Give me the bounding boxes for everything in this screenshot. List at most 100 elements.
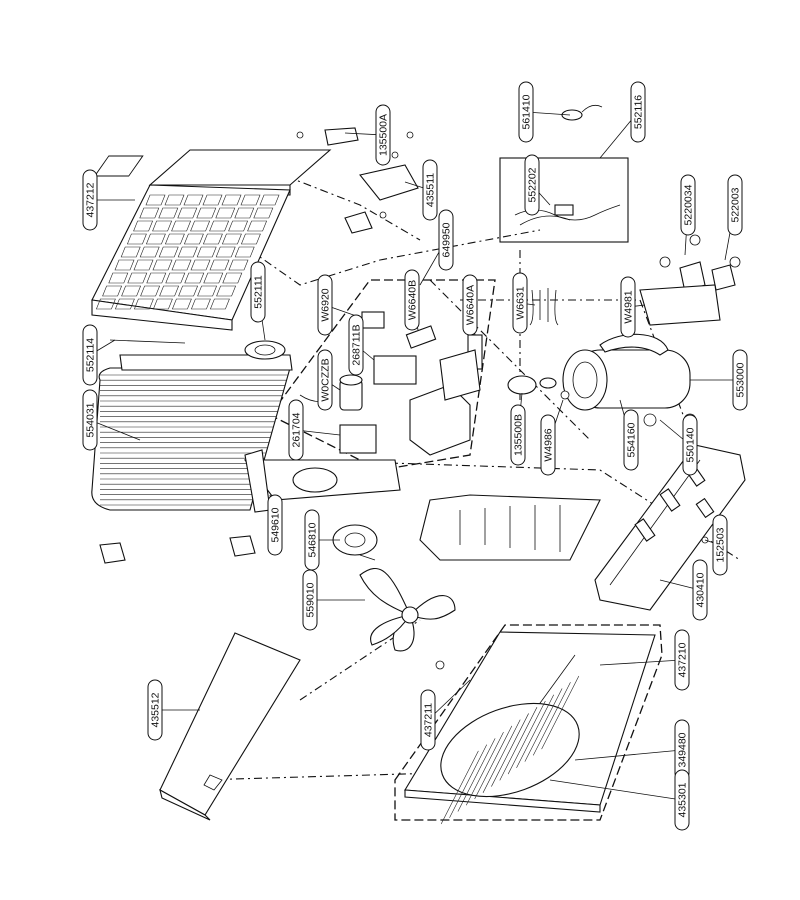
part-number-text: 437211 bbox=[423, 703, 435, 737]
part-label-552116: 552116 bbox=[630, 81, 646, 143]
part-label-549610: 549610 bbox=[267, 494, 283, 556]
part-label-W6640B: W6640B bbox=[404, 269, 420, 331]
part-number-text: 522003 bbox=[730, 187, 742, 222]
part-label-561410: 561410 bbox=[518, 81, 534, 143]
part-label-435301: 435301 bbox=[674, 769, 690, 831]
part-label-435511: 435511 bbox=[422, 159, 438, 221]
part-label-552114: 552114 bbox=[82, 324, 98, 386]
part-label-552111: 552111 bbox=[250, 261, 266, 323]
sensor-kit-box bbox=[499, 157, 629, 243]
part-number-text: 552202 bbox=[527, 167, 539, 202]
part-label-349480: 349480 bbox=[674, 719, 690, 781]
part-number-text: 437212 bbox=[85, 182, 97, 217]
service-valves-522003 bbox=[659, 234, 741, 293]
relay-268711b bbox=[373, 355, 417, 385]
part-label-546810: 546810 bbox=[304, 509, 320, 571]
part-number-text: 561410 bbox=[521, 94, 533, 129]
part-number-text: W6631 bbox=[515, 286, 527, 319]
capacitor bbox=[339, 374, 363, 411]
compressor-553000 bbox=[562, 333, 697, 427]
part-number-text: 552114 bbox=[85, 338, 97, 372]
terminal-cover-135500b bbox=[507, 375, 557, 395]
sensor-561410 bbox=[561, 104, 603, 121]
coil-connector-552111 bbox=[244, 340, 286, 360]
part-number-text: 435511 bbox=[425, 173, 437, 207]
gasket-w4986 bbox=[560, 390, 570, 400]
terminal-w6640b bbox=[405, 325, 437, 349]
part-number-text: 552116 bbox=[633, 95, 645, 129]
motor-mount-549610 bbox=[243, 449, 401, 513]
part-number-text: 437210 bbox=[677, 642, 689, 677]
part-number-text: W6920 bbox=[320, 288, 332, 321]
part-number-text: W0CZZB bbox=[320, 358, 332, 401]
part-label-554031: 554031 bbox=[82, 389, 98, 451]
part-number-text: 649950 bbox=[441, 222, 453, 257]
part-number-text: 430410 bbox=[695, 572, 707, 607]
control-box-housing bbox=[409, 349, 481, 456]
part-number-text: 5220034 bbox=[683, 184, 695, 225]
part-label-550140: 550140 bbox=[682, 414, 698, 476]
terminal-block-w6920 bbox=[361, 311, 385, 329]
part-label-W6631: W6631 bbox=[512, 272, 528, 334]
top-cabinet-grid bbox=[95, 194, 280, 310]
part-label-W6920: W6920 bbox=[317, 274, 333, 336]
part-label-268711B: 268711B bbox=[348, 314, 364, 376]
part-number-text: 435301 bbox=[677, 782, 689, 817]
part-label-135500A: 135500A bbox=[375, 104, 391, 166]
part-label-W4986: W4986 bbox=[540, 414, 556, 476]
sensor-wire-552114 bbox=[109, 339, 186, 344]
fan-motor-546810 bbox=[332, 524, 378, 561]
part-label-435512: 435512 bbox=[147, 679, 163, 741]
part-number-text: 554031 bbox=[85, 402, 97, 437]
part-number-text: W6640B bbox=[407, 280, 419, 320]
sensor-wires-552202 bbox=[514, 204, 621, 226]
part-number-text: 152503 bbox=[715, 527, 727, 562]
part-label-261704: 261704 bbox=[288, 399, 304, 461]
part-label-W4981: W4981 bbox=[620, 276, 636, 338]
manifold-w6631 bbox=[529, 288, 559, 326]
part-number-text: 349480 bbox=[677, 732, 689, 767]
part-number-text: W4986 bbox=[543, 428, 555, 461]
part-number-text: 135500A bbox=[378, 114, 390, 156]
bracket-135500a bbox=[296, 127, 414, 159]
base-pan bbox=[419, 494, 601, 561]
part-label-552202: 552202 bbox=[524, 154, 540, 216]
part-number-text: 261704 bbox=[291, 412, 303, 447]
part-label-437212: 437212 bbox=[82, 169, 98, 231]
part-number-text: 549610 bbox=[270, 507, 282, 542]
contactor-261704 bbox=[339, 424, 377, 454]
part-label-437211: 437211 bbox=[420, 689, 436, 751]
small-plate bbox=[344, 211, 373, 234]
clip-a bbox=[99, 542, 126, 564]
fan-guard-349480 bbox=[440, 675, 580, 825]
part-number-text: 553000 bbox=[735, 362, 747, 397]
part-label-649950: 649950 bbox=[438, 209, 454, 271]
part-number-text: 552111 bbox=[253, 275, 265, 309]
valve-bracket-w4981 bbox=[639, 284, 721, 326]
leader-line-349480 bbox=[574, 749, 683, 761]
part-number-text: 268711B bbox=[351, 324, 363, 365]
part-label-437210: 437210 bbox=[674, 629, 690, 691]
part-number-text: 546810 bbox=[307, 522, 319, 557]
part-label-554160: 554160 bbox=[623, 409, 639, 471]
part-number-text: 559010 bbox=[305, 582, 317, 617]
leader-line-554031 bbox=[89, 419, 141, 441]
part-number-text: 435512 bbox=[150, 692, 162, 727]
leader-line-435301 bbox=[549, 779, 683, 801]
part-label-553000: 553000 bbox=[732, 349, 748, 411]
top-cabinet-437212 bbox=[91, 149, 332, 331]
part-label-W6640A: W6640A bbox=[462, 274, 478, 336]
part-label-559010: 559010 bbox=[302, 569, 318, 631]
cover-435511 bbox=[359, 164, 419, 219]
part-number-text: 554160 bbox=[626, 422, 638, 457]
part-number-text: W4981 bbox=[623, 290, 635, 323]
part-label-135500B: 135500B bbox=[510, 404, 526, 466]
clip-b bbox=[229, 535, 256, 557]
part-number-text: 550140 bbox=[685, 427, 697, 462]
part-label-5220034: 5220034 bbox=[680, 174, 696, 236]
part-label-430410: 430410 bbox=[692, 559, 708, 621]
part-label-152503: 152503 bbox=[712, 514, 728, 576]
front-panel-435512 bbox=[159, 632, 301, 821]
